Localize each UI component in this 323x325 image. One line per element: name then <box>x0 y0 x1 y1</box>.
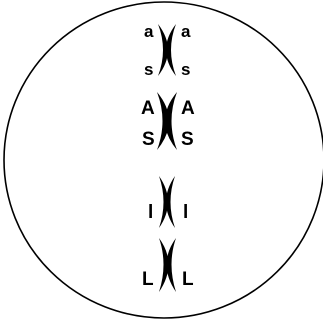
allele-label: S <box>142 130 155 149</box>
chromosome-pair-4 <box>159 238 176 292</box>
chromosome-pair-2 <box>157 92 177 150</box>
allele-label: S <box>181 130 194 149</box>
chromatid-right <box>166 24 176 76</box>
allele-label: A <box>181 99 195 118</box>
allele-label: l <box>183 203 188 222</box>
allele-label: s <box>181 61 190 78</box>
chromatid-right <box>167 238 177 292</box>
chromosome-pair-3 <box>159 176 175 228</box>
chromosome-pair-1 <box>158 24 176 76</box>
allele-label: l <box>148 203 153 222</box>
allele-label: s <box>144 61 153 78</box>
allele-label: A <box>141 99 155 118</box>
chromatid-right <box>165 92 177 150</box>
chromatid-right <box>166 176 175 228</box>
allele-label: L <box>182 270 194 289</box>
allele-label: a <box>181 23 190 40</box>
allele-label: L <box>142 270 154 289</box>
allele-label: a <box>144 23 153 40</box>
